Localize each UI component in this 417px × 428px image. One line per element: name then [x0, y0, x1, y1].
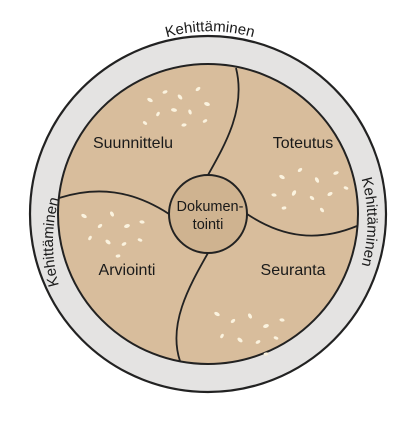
center-label-line-2: tointi [193, 217, 224, 233]
segment-label-suunnittelu: Suunnittelu [93, 135, 173, 152]
segment-label-toteutus: Toteutus [273, 135, 333, 152]
center-label-line-1: Dokumen- [177, 199, 244, 215]
segment-label-seuranta: Seuranta [261, 262, 326, 279]
segment-label-arviointi: Arviointi [99, 262, 156, 279]
